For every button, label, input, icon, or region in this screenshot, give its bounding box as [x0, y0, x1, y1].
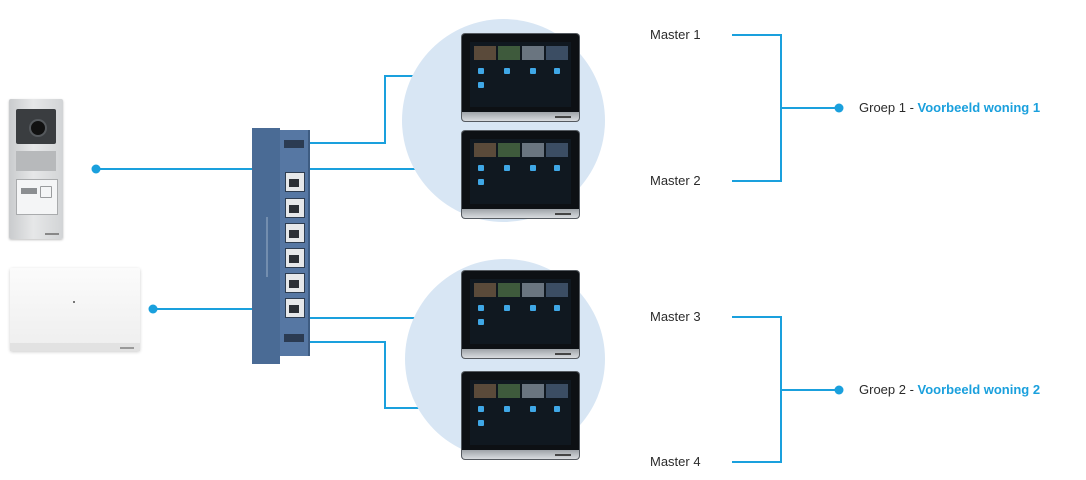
node-door	[91, 164, 101, 174]
node-group-2	[834, 385, 844, 395]
group-2-prefix: Groep 2 -	[859, 382, 918, 397]
monitor-screen	[470, 42, 571, 107]
switch-status-led	[284, 334, 304, 342]
switch-port	[285, 198, 305, 218]
master-2-label: Master 2	[650, 173, 701, 188]
master-3-label: Master 3	[650, 309, 701, 324]
switch-port	[285, 248, 305, 268]
monitor-bezel	[462, 450, 579, 459]
switch-port	[285, 172, 305, 192]
brand-mark	[120, 347, 134, 349]
switch-front	[280, 130, 310, 356]
switch-port	[285, 273, 305, 293]
touch-monitor-2	[462, 131, 579, 218]
monitor-screen	[470, 279, 571, 344]
switch-sfp-port	[284, 140, 304, 148]
wire-switch-monitor-4	[296, 341, 447, 409]
group-1-prefix: Groep 1 -	[859, 100, 918, 115]
bracket-group-2	[732, 316, 782, 463]
monitor-bezel	[462, 349, 579, 358]
bracket-group-1	[732, 34, 782, 182]
group-2-name: Voorbeeld woning 2	[917, 382, 1041, 397]
touch-monitor-1	[462, 34, 579, 121]
switch-port	[285, 223, 305, 243]
unit-bottom-strip	[10, 343, 140, 351]
group-2-label: Groep 2 - Voorbeeld woning 2	[859, 382, 1040, 398]
door-nameplate	[16, 179, 58, 215]
door-camera-panel	[16, 109, 56, 144]
group-1-name: Voorbeeld woning 1	[917, 100, 1041, 115]
monitor-bezel	[462, 209, 579, 218]
indicator-led	[73, 301, 75, 303]
network-switch-device	[252, 122, 312, 367]
monitor-bezel	[462, 112, 579, 121]
switch-side-label	[266, 217, 268, 277]
monitor-screen	[470, 380, 571, 445]
touch-monitor-3	[462, 271, 579, 358]
brand-mark	[45, 233, 59, 235]
master-4-label: Master 4	[650, 454, 701, 469]
monitor-screen	[470, 139, 571, 204]
touch-monitor-4	[462, 372, 579, 459]
indoor-wall-unit-device	[10, 268, 140, 351]
master-1-label: Master 1	[650, 27, 701, 42]
door-speaker-grille	[16, 151, 56, 171]
camera-lens-icon	[29, 119, 47, 137]
group-1-label: Groep 1 - Voorbeeld woning 1	[859, 100, 1040, 116]
node-indoor	[148, 304, 158, 314]
door-station-device	[9, 99, 63, 239]
node-group-1	[834, 103, 844, 113]
switch-port	[285, 298, 305, 318]
